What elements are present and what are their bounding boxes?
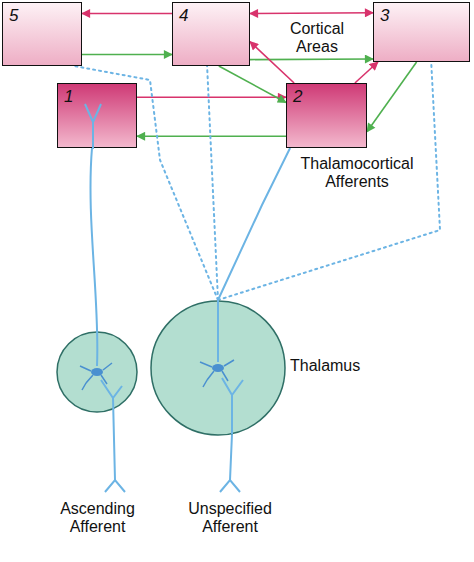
thalamocortical-axon [217, 300, 219, 362]
cortical-area-box: 1 [57, 83, 137, 148]
terminal-arbor [85, 104, 101, 149]
corticocortical-arrow [82, 54, 172, 56]
annotation-label: Unspecified Afferent [175, 500, 285, 536]
cortical-area-box: 5 [2, 2, 82, 66]
corticocortical-arrow [137, 97, 286, 99]
corticocortical-arrow [367, 62, 417, 132]
annotation-label: Ascending Afferent [45, 500, 150, 536]
area-number: 4 [173, 3, 188, 26]
corticocortical-arrow [82, 13, 172, 15]
neuron-body [91, 368, 103, 376]
cortical-area-box: 4 [172, 2, 250, 66]
unspecified-afferent-terminal [222, 378, 243, 434]
thalamic-nucleus [151, 301, 285, 435]
unspecified-afferent-fibre [220, 434, 240, 492]
neuron-body [212, 364, 224, 372]
ascending-afferent-fibre [101, 380, 125, 492]
neuron-dendrites [200, 360, 234, 387]
thalamus-circle: Thalamus [150, 300, 286, 436]
area-number: 1 [58, 84, 73, 107]
thalamocortical-projection [207, 66, 218, 300]
annotation-label: Thalamocortical Afferents [294, 155, 420, 191]
corticocortical-arrow [250, 42, 294, 83]
area-number: 5 [3, 3, 18, 26]
thalamocortical-projection [218, 62, 440, 300]
area-number: 2 [287, 84, 302, 107]
corticocortical-arrow [250, 12, 373, 14]
thalamocortical-axon [90, 148, 97, 366]
cortical-area-box: 2 [286, 83, 367, 148]
thalamocortical-projection [218, 148, 290, 300]
corticocortical-arrow [137, 136, 286, 138]
corticocortical-arrow [219, 66, 286, 103]
annotation-label: Cortical Areas [272, 20, 362, 56]
area-number: 3 [374, 3, 389, 26]
neuron-dendrites [80, 363, 112, 390]
structure-label: Thalamus [290, 356, 360, 376]
cortical-area-box: 3 [373, 2, 470, 62]
corticocortical-arrow [355, 62, 378, 83]
thalamus-outline [150, 300, 286, 436]
